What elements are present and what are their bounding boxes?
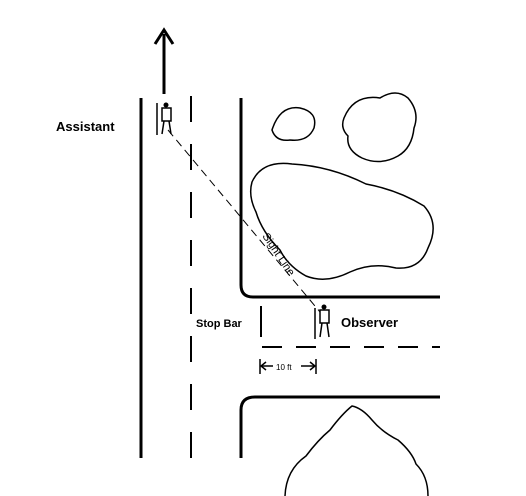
assistant-label: Assistant <box>56 119 115 134</box>
stop-bar-label: Stop Bar <box>196 318 243 330</box>
upper-curb <box>239 98 440 299</box>
lower-curb <box>239 395 440 458</box>
observer-figure <box>314 304 330 339</box>
assistant-figure <box>156 102 172 135</box>
shrub-medium <box>341 92 417 163</box>
sight-line <box>167 129 321 313</box>
distance-label: 10 ft <box>276 363 292 372</box>
arrow-up-icon <box>153 27 175 94</box>
observer-label: Observer <box>341 315 398 330</box>
shrub-small <box>271 106 316 142</box>
distance-dimension <box>259 359 317 374</box>
tree-canopy <box>284 405 429 496</box>
sight-line-label: Sight Line <box>260 231 297 278</box>
shrub-large <box>249 162 434 280</box>
